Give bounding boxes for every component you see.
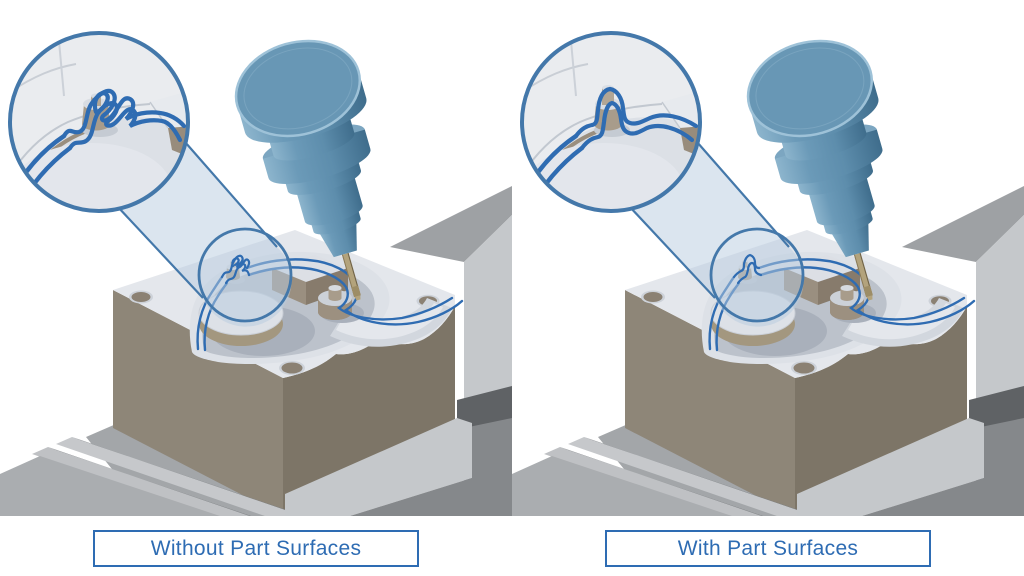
caption-row-left: Without Part Surfaces — [0, 516, 512, 576]
scene-with-part-surfaces — [512, 0, 1024, 516]
caption-row-right: With Part Surfaces — [512, 516, 1024, 576]
panel-without-part-surfaces: Without Part Surfaces — [0, 0, 512, 576]
panel-with-part-surfaces: With Part Surfaces — [512, 0, 1024, 576]
caption-without-part-surfaces: Without Part Surfaces — [93, 530, 419, 567]
scene-without-part-surfaces — [0, 0, 512, 516]
caption-with-part-surfaces: With Part Surfaces — [605, 530, 931, 567]
